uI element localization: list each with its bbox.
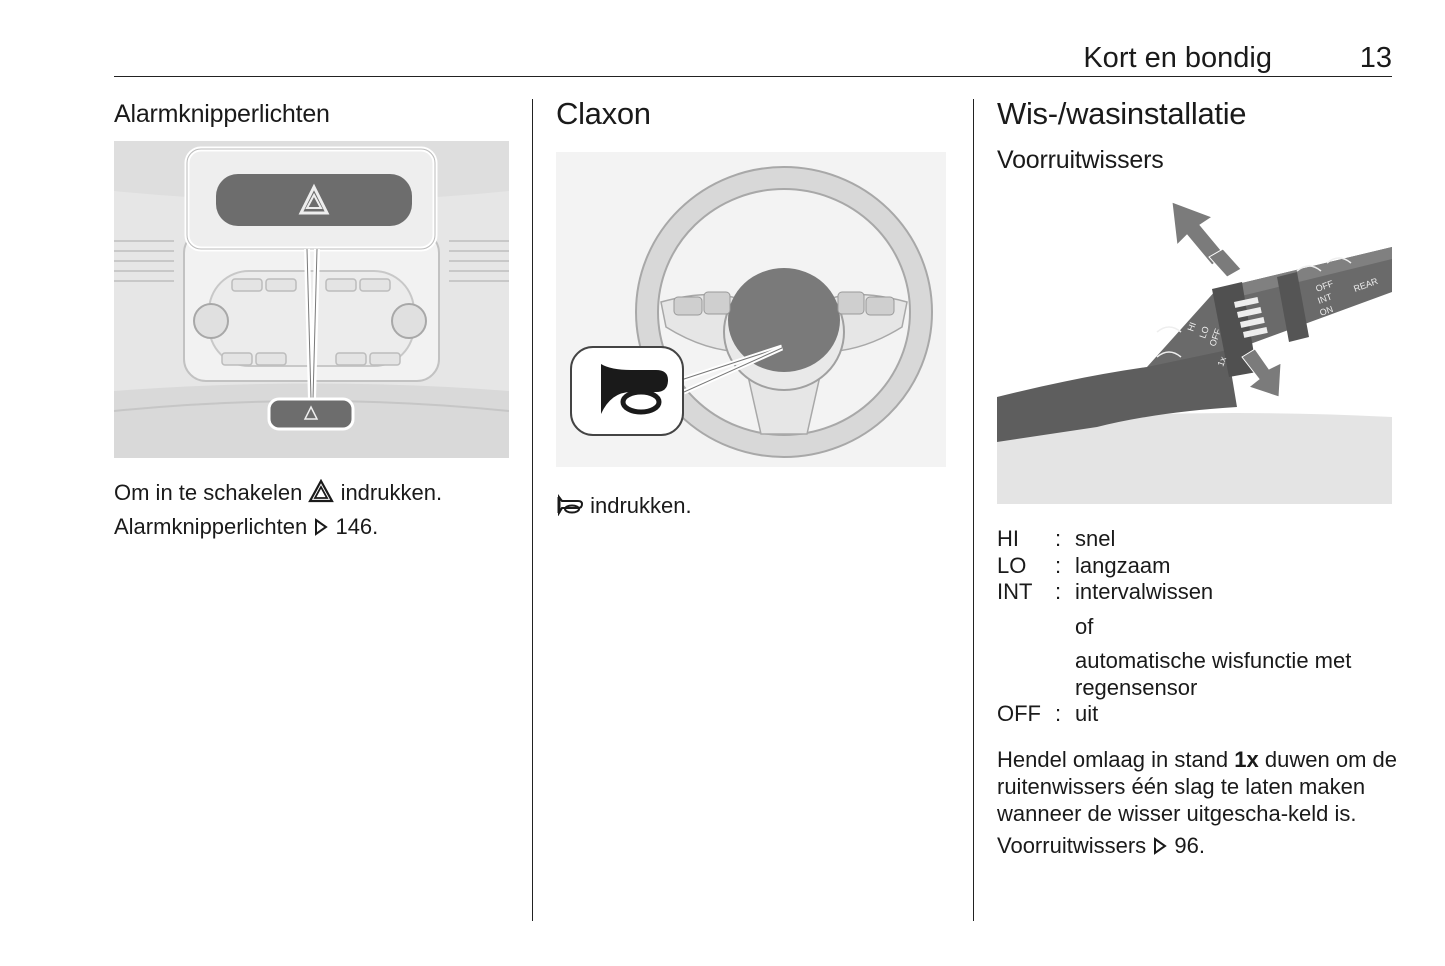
horn-instruction: indrukken.: [556, 489, 951, 523]
horn-heading: Claxon: [556, 96, 651, 131]
column-divider: [532, 99, 533, 921]
hazard-reference: Alarmknipperlichten 146.: [114, 514, 379, 539]
hazard-figure: [114, 141, 509, 458]
horn-section: Claxon: [556, 96, 951, 523]
hazard-page-link[interactable]: 146.: [335, 514, 379, 539]
wiper-instruction: Hendel omlaag in stand 1x duwen om de ru…: [997, 746, 1397, 826]
wiper-figure: OFF INT ON REAR HI LO OFF 1x: [997, 197, 1392, 504]
page-reference-icon: [1154, 836, 1168, 855]
hazard-warning-icon: [308, 479, 335, 503]
wiper-subheading: Voorruitwissers: [997, 146, 1164, 174]
hazard-section: Alarmknipperlichten: [114, 96, 514, 544]
stalk-label-1x: 1x: [1215, 355, 1228, 368]
wiper-section: Wis-/wasinstallatie Voorruitwissers OFF: [997, 96, 1397, 863]
list-continuation: automatische wisfunctie met regensensor: [1075, 648, 1352, 700]
stalk-label-hi: HI: [1185, 321, 1197, 333]
horn-figure: [556, 152, 946, 467]
list-item: OFF : uit: [997, 701, 1099, 726]
stalk-label-lo: LO: [1197, 325, 1211, 340]
list-item: HI : snel: [997, 526, 1116, 551]
running-head: Kort en bondig 13: [114, 40, 1392, 77]
list-continuation: of: [1075, 613, 1094, 639]
hazard-heading: Alarmknipperlichten: [114, 100, 330, 128]
horn-icon: [557, 494, 584, 516]
wiper-heading: Wis-/wasinstallatie: [997, 96, 1247, 131]
list-item: INT : intervalwissen: [997, 579, 1214, 604]
list-item: LO : langzaam: [997, 552, 1171, 578]
wiper-setting-list: HI : snel LO : langzaam INT : intervalwi…: [997, 526, 1397, 728]
column-divider: [973, 99, 974, 921]
wiper-reference: Voorruitwissers 96.: [997, 832, 1205, 858]
wiper-page-link[interactable]: 96.: [1174, 832, 1205, 858]
stalk-label-on: ON: [1318, 304, 1334, 318]
page-reference-icon: [315, 518, 329, 536]
section-title: Kort en bondig: [1083, 42, 1272, 74]
stalk-label-int: INT: [1316, 291, 1334, 306]
hazard-instruction: Om in te schakelen indrukken.: [114, 479, 443, 505]
page-number: 13: [1359, 42, 1392, 74]
